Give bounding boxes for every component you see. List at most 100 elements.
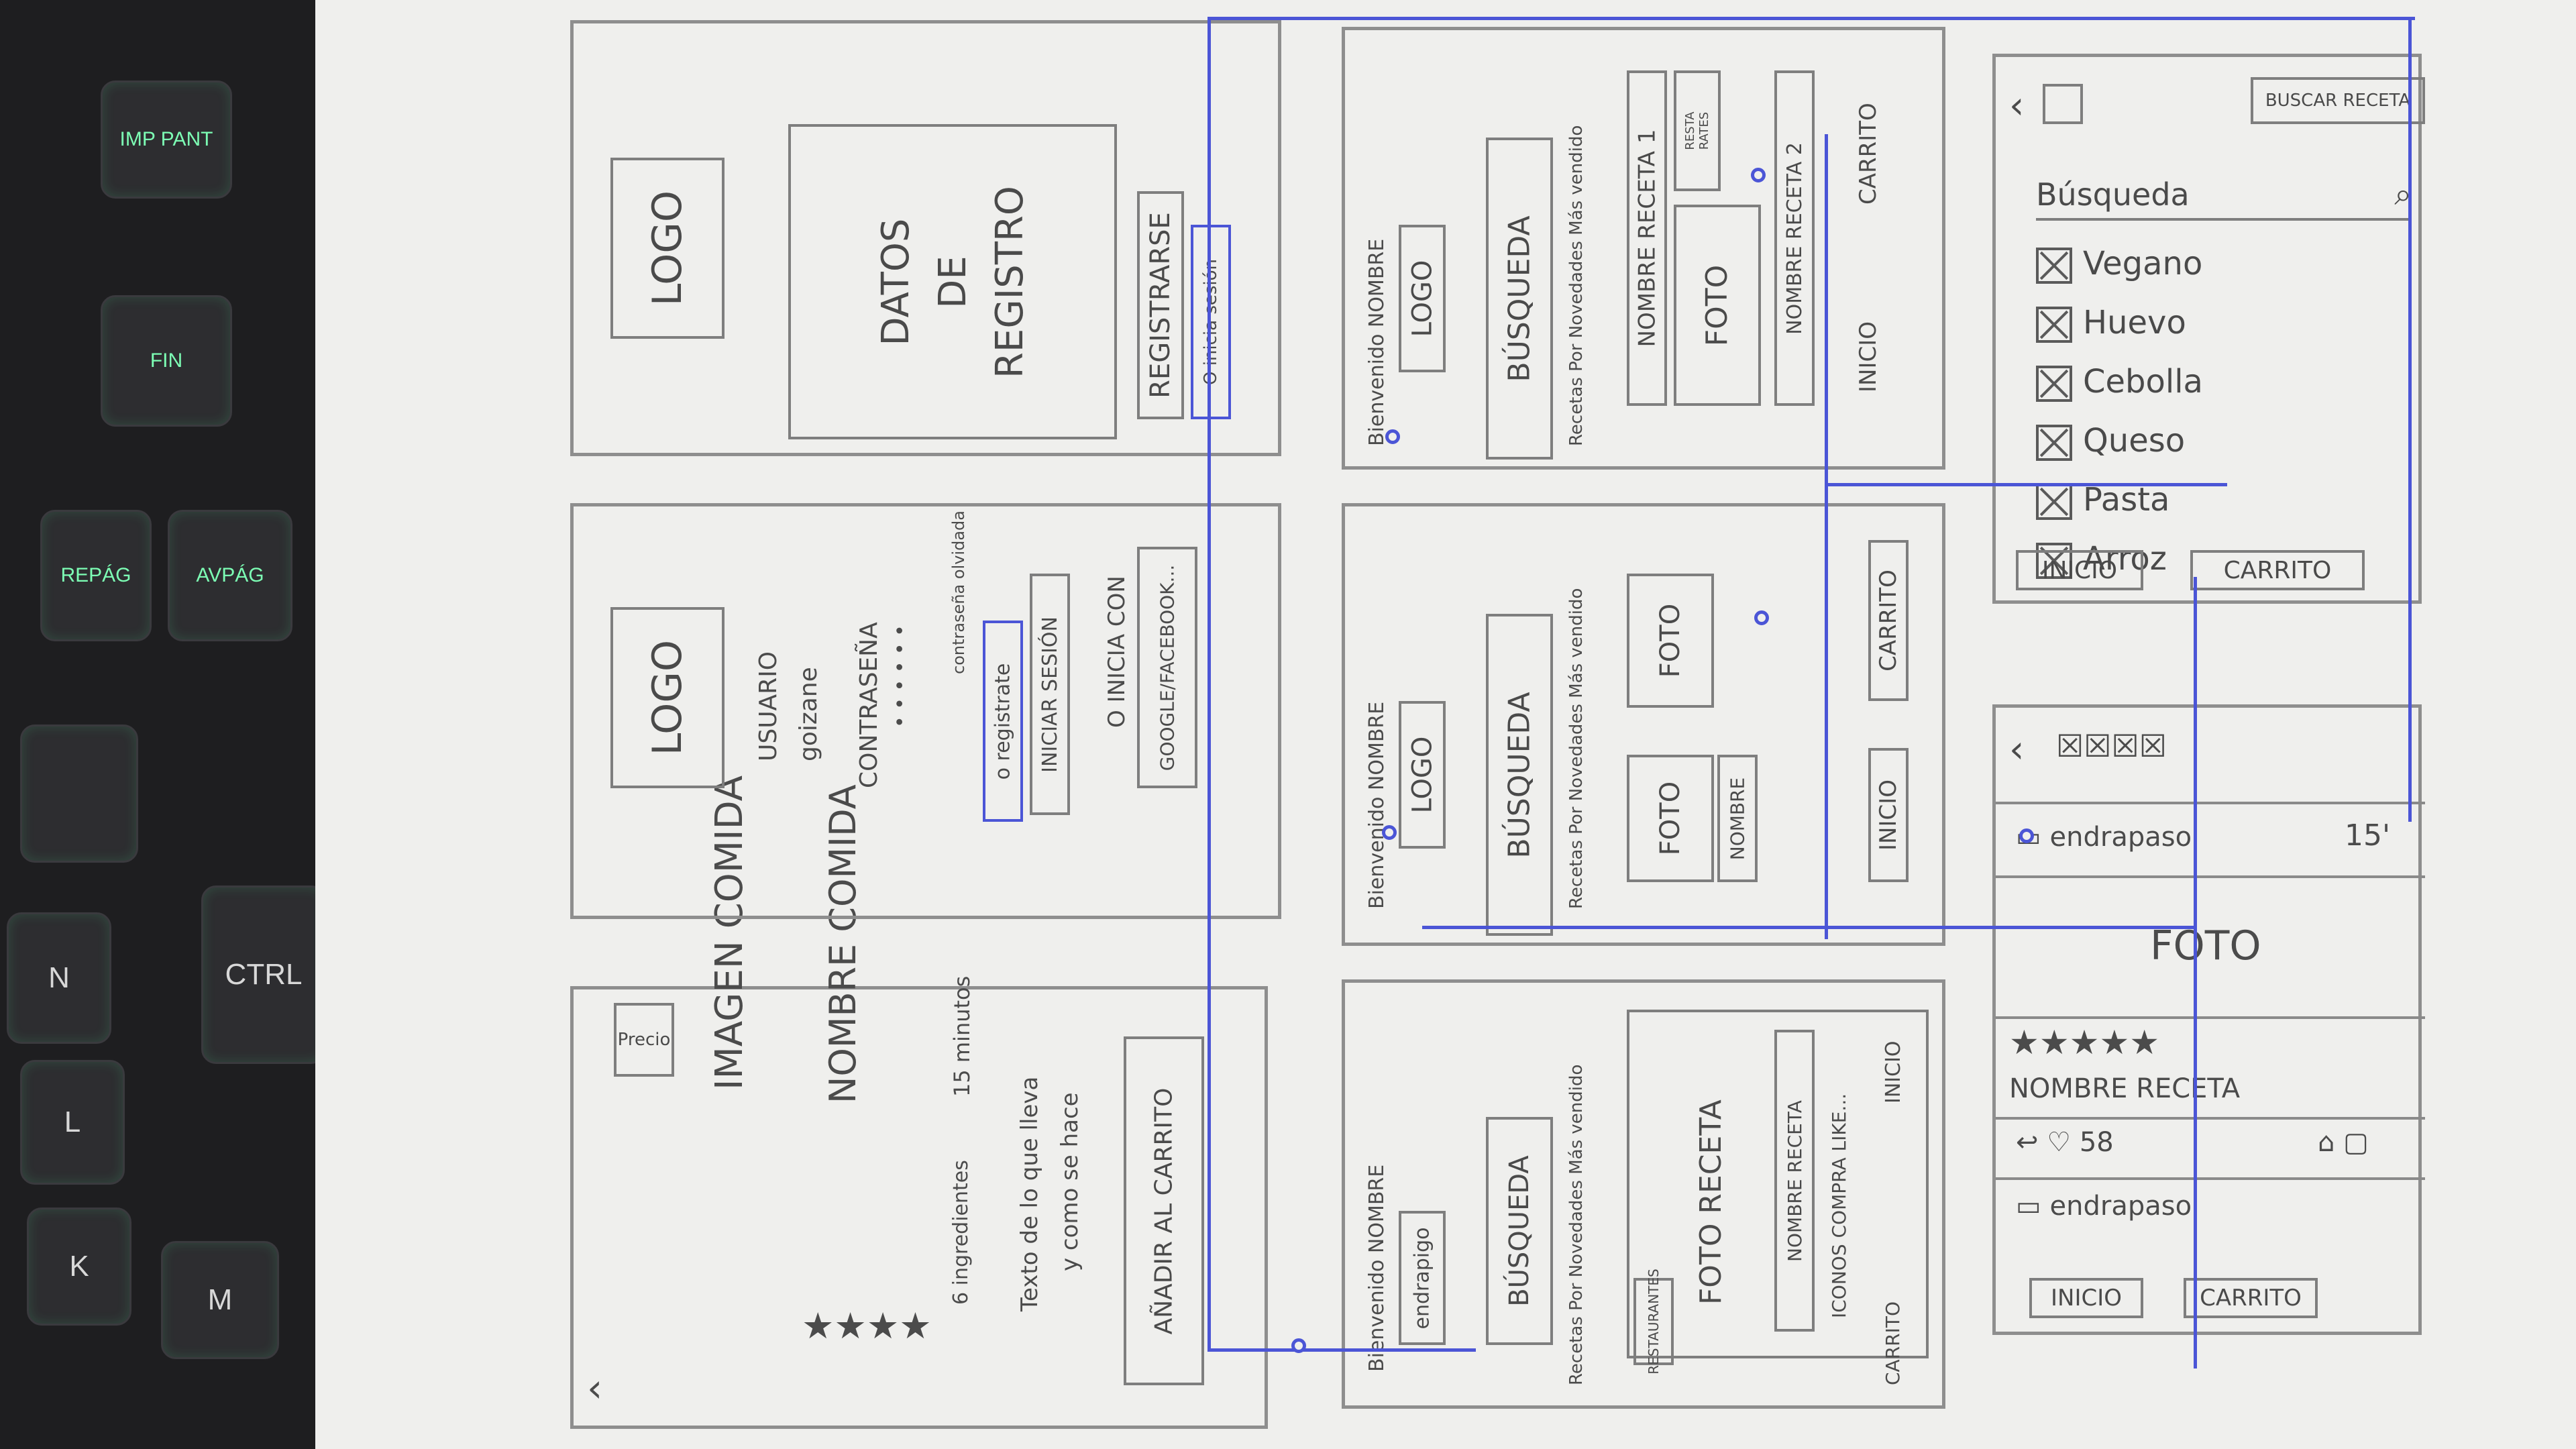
tabs-c[interactable]: Recetas Por Novedades Más vendido: [1566, 1064, 1587, 1385]
filter-item[interactable]: Huevo: [2036, 304, 2203, 343]
nav-home-b[interactable]: INICIO: [1855, 321, 1882, 392]
password-value: • • • • • •: [889, 625, 912, 728]
filter-icons: ☒☒☒☒: [2056, 728, 2167, 764]
nav-cart-c[interactable]: CARRITO: [1882, 1301, 1904, 1385]
flow-arrow: [1825, 483, 2227, 486]
back-icon-search[interactable]: ‹: [2009, 84, 2025, 127]
nav-home-detail[interactable]: INICIO: [2029, 1278, 2143, 1318]
key-m: M: [161, 1241, 279, 1359]
social-login-button[interactable]: GOOGLE/FACEBOOK...: [1137, 547, 1197, 788]
screen-home-a: Bienvenido NOMBRE LOGO BÚSQUEDA Recetas …: [1342, 503, 1945, 946]
welcome-text-b: Bienvenido NOMBRE: [1365, 238, 1389, 446]
recipe-card[interactable]: [1627, 1010, 1929, 1358]
buscar-receta-button[interactable]: BUSCAR RECETA: [2251, 77, 2425, 124]
checkbox-icon[interactable]: [2036, 366, 2072, 402]
divider-1: [1996, 802, 2425, 804]
screen-search: ‹ BUSCAR RECETA Búsqueda ⌕ Vegano Huevo …: [1992, 54, 2425, 604]
like-count[interactable]: ↩ ♡ 58: [2016, 1127, 2114, 1158]
flow-arrow: [1208, 17, 2415, 20]
paper-sheet: ‹ Precio IMAGEN COMIDA NOMBRE COMIDA ★★★…: [315, 0, 2576, 1449]
checkbox-icon[interactable]: [2036, 425, 2072, 461]
recipe-photo-c: FOTO RECETA: [1694, 1099, 1728, 1305]
flow-arrow: [1825, 134, 1828, 939]
filter-list: Vegano Huevo Cebolla Queso Pasta Arroz: [2036, 245, 2203, 599]
or-login-with: O INICIA CON: [1104, 576, 1130, 728]
rating-stars: ★★★★: [802, 1305, 932, 1347]
screen-product: ‹ Precio IMAGEN COMIDA NOMBRE COMIDA ★★★…: [570, 775, 1268, 1429]
home-a-logo: LOGO: [1399, 701, 1446, 849]
back-icon: ‹: [587, 1365, 603, 1411]
filter-item[interactable]: Arroz: [2036, 540, 2203, 579]
register-data-box: DATOS DE REGISTRO: [788, 124, 1117, 439]
recipe-photo[interactable]: FOTO: [1674, 205, 1761, 406]
divider-3: [1996, 1016, 2425, 1019]
divider-2: [1996, 875, 2425, 878]
checkbox-icon[interactable]: [2036, 248, 2072, 284]
flow-arrow: [1208, 1348, 1476, 1352]
description-line-1: Texto de lo que lleva: [1016, 1076, 1043, 1311]
card-photo[interactable]: FOTO: [1627, 755, 1714, 882]
flow-node: [1751, 168, 1766, 182]
tabs-b[interactable]: Recetas Por Novedades Más vendido: [1566, 125, 1587, 446]
tabs[interactable]: Recetas Por Novedades Más vendido: [1566, 588, 1587, 909]
search-field[interactable]: Búsqueda ⌕: [2036, 171, 2412, 221]
keyboard: IMP PANT FIN REPÁG AVPÁG CTRL N L K M: [0, 0, 349, 1449]
screen-home-b: Bienvenido NOMBRE LOGO BÚSQUEDA Recetas …: [1342, 27, 1945, 470]
nav-home[interactable]: INICIO: [1868, 748, 1909, 882]
filter-item[interactable]: Pasta: [2036, 481, 2203, 520]
flow-node: [2019, 828, 2034, 843]
description-line-2: y como se hace: [1057, 1092, 1083, 1271]
nav-home-search[interactable]: INICIO: [2016, 550, 2143, 590]
nav-cart-detail[interactable]: CARRITO: [2184, 1278, 2318, 1318]
key-ctrl: CTRL: [201, 885, 326, 1064]
checkbox-icon[interactable]: [2036, 484, 2072, 520]
divider-4: [1996, 1117, 2425, 1120]
screen-home-c: Bienvenido NOMBRE endrapigo BÚSQUEDA Rec…: [1342, 979, 1945, 1409]
nav-cart[interactable]: CARRITO: [1868, 540, 1909, 701]
key-l: L: [20, 1060, 125, 1185]
home-a-search[interactable]: BÚSQUEDA: [1486, 614, 1553, 936]
restaurants-tag[interactable]: RESTAURANTES: [1633, 1269, 1674, 1375]
back-icon-detail[interactable]: ‹: [2009, 728, 2025, 771]
flow-node: [1382, 825, 1397, 840]
divider-5: [1996, 1177, 2425, 1180]
login-link[interactable]: O inicia sesión: [1191, 225, 1231, 419]
home-c-search[interactable]: BÚSQUEDA: [1486, 1117, 1553, 1345]
filter-item[interactable]: Vegano: [2036, 245, 2203, 284]
detail-stars: ★★★★★: [2009, 1023, 2160, 1062]
flow-arrow: [1208, 17, 1211, 1352]
price-tag: Precio: [614, 1003, 674, 1077]
flow-arrow: [1724, 926, 2127, 929]
nav-cart-search[interactable]: CARRITO: [2190, 550, 2365, 590]
key-avpag: AVPÁG: [168, 510, 292, 641]
placeholder-square: [2043, 84, 2083, 124]
buy-like-icons: ICONOS COMPRA LIKE...: [1828, 1093, 1850, 1318]
checkbox-icon[interactable]: [2036, 543, 2072, 579]
recipe-2[interactable]: NOMBRE RECETA 2: [1774, 70, 1815, 406]
flow-arrow: [2408, 17, 2412, 822]
add-to-cart-button[interactable]: AÑADIR AL CARRITO: [1124, 1036, 1204, 1385]
register-link[interactable]: o registrate: [983, 621, 1023, 822]
flow-arrow: [2194, 577, 2197, 1368]
forgot-password-link[interactable]: contraseña olvidada: [949, 511, 968, 674]
step-time: 15': [2345, 818, 2391, 853]
cook-time: 15 minutos: [949, 975, 975, 1097]
screen-detail: ‹ ☒☒☒☒ ▭ endrapaso 15' FOTO ★★★★★ NOMBRE…: [1992, 704, 2425, 1335]
card-photo-2[interactable]: FOTO: [1627, 574, 1714, 708]
nav-cart-b[interactable]: CARRITO: [1855, 103, 1882, 205]
key-n: N: [7, 912, 111, 1044]
screen-login: LOGO USUARIO goizane CONTRASEÑA • • • • …: [570, 503, 1281, 919]
detail-recipe-name: NOMBRE RECETA: [2009, 1073, 2241, 1104]
recipe-1[interactable]: NOMBRE RECETA 1: [1627, 70, 1667, 406]
filter-item[interactable]: Queso: [2036, 422, 2203, 461]
nav-home-c[interactable]: INICIO: [1882, 1040, 1905, 1104]
login-button[interactable]: INICIAR SESIÓN: [1030, 574, 1070, 815]
filter-item[interactable]: Cebolla: [2036, 363, 2203, 402]
recipe-name-c: NOMBRE RECETA: [1774, 1030, 1815, 1332]
home-b-search[interactable]: BÚSQUEDA: [1486, 138, 1553, 460]
home-icon[interactable]: ⌂ ▢: [2318, 1127, 2369, 1158]
rest-button[interactable]: RESTA RATES: [1674, 70, 1721, 191]
register-button[interactable]: REGISTRARSE: [1137, 191, 1184, 419]
login-logo: LOGO: [610, 607, 724, 788]
checkbox-icon[interactable]: [2036, 307, 2072, 343]
